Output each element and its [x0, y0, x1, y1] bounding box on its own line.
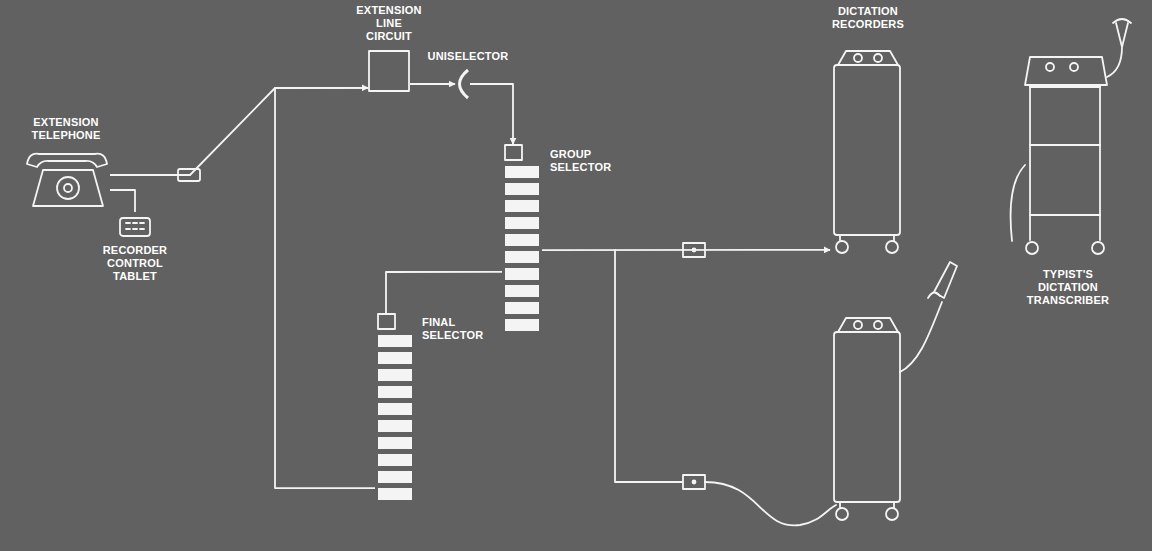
- connector-line: [542, 249, 830, 251]
- dictation-transcriber-drawing: [1010, 15, 1130, 260]
- connector-line: [470, 84, 513, 144]
- branch-wire: [615, 250, 683, 482]
- uniselector-symbol: UNISELECTOR: [455, 68, 470, 100]
- control-tablet: RECORDER CONTROL TABLET: [118, 212, 152, 238]
- node-label: RECORDER CONTROL TABLET: [103, 244, 168, 283]
- node-label: EXTENSION TELEPHONE: [31, 116, 100, 142]
- node-label: UNISELECTOR: [428, 50, 509, 63]
- connector-line: [410, 83, 455, 85]
- connector-line: [275, 88, 375, 488]
- control-tablet-drawing: [118, 212, 152, 238]
- recorder-cable: [705, 482, 836, 525]
- node-label: FINAL SELECTOR: [422, 316, 483, 342]
- node-label: DICTATION RECORDERS: [832, 5, 904, 31]
- line-circuit-box: EXTENSION LINE CIRCUIT: [368, 50, 410, 92]
- dictation-transcriber: TYPIST'S DICTATION TRANSCRIBER: [1010, 15, 1130, 260]
- line-circuit-box-drawing: [368, 50, 410, 92]
- plug-pin: [693, 481, 696, 484]
- node-label: TYPIST'S DICTATION TRANSCRIBER: [1027, 268, 1109, 307]
- group-selector-drawing: [502, 144, 542, 332]
- group-selector: GROUP SELECTOR: [502, 144, 542, 332]
- dictation-recorder: DICTATION RECORDERS: [830, 45, 905, 258]
- dictation-recorder: [834, 262, 957, 520]
- telephone-icon: EXTENSION TELEPHONE: [25, 148, 110, 208]
- node-label: EXTENSION LINE CIRCUIT: [356, 4, 421, 43]
- node-label: GROUP SELECTOR: [550, 148, 611, 174]
- connector-line: [110, 88, 368, 175]
- plug-box: [683, 475, 705, 489]
- uniselector-symbol-drawing: [455, 68, 470, 100]
- final-selector-drawing: [375, 313, 415, 500]
- dictation-recorder-drawing: [830, 45, 905, 258]
- final-selector: FINAL SELECTOR: [375, 313, 415, 500]
- connector-line: [110, 190, 135, 212]
- telephone-icon-drawing: [25, 148, 110, 208]
- connector-line: [386, 272, 502, 313]
